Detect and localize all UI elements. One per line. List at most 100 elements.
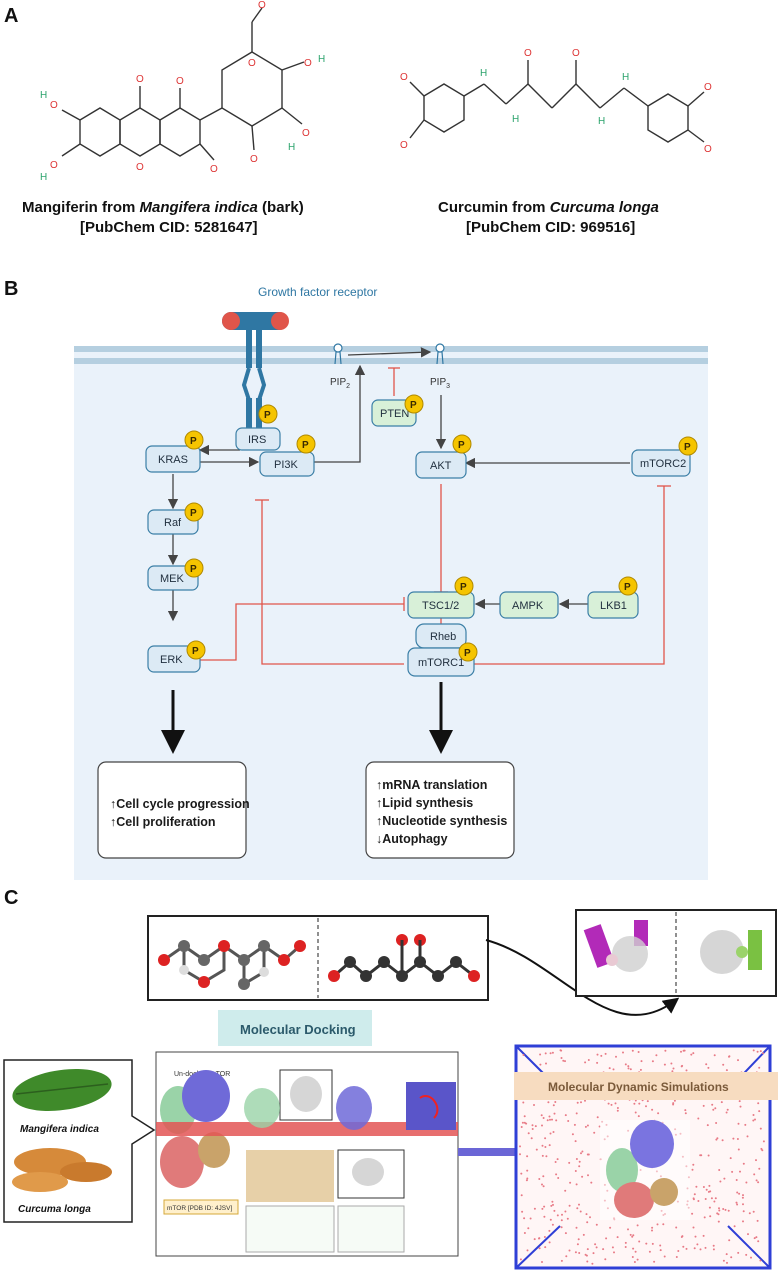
solvent-dot	[685, 1069, 688, 1072]
solvent-dot	[702, 1186, 705, 1188]
solvent-dot	[733, 1225, 736, 1228]
pdb-label: mTOR [PDB ID: 4JSV]	[167, 1205, 232, 1212]
solvent-dot	[759, 1050, 762, 1053]
svg-text:O: O	[258, 0, 266, 11]
solvent-dot	[616, 1107, 619, 1109]
svg-text:H: H	[512, 114, 519, 125]
solvent-dot	[585, 1254, 588, 1257]
solvent-dot	[746, 1135, 749, 1138]
solvent-dot	[595, 1246, 598, 1249]
plant-label-curcuma: Curcuma longa	[18, 1204, 91, 1215]
svg-text:O: O	[704, 82, 712, 93]
solvent-dot	[707, 1190, 710, 1193]
solvent-dot	[722, 1259, 725, 1262]
solvent-dot	[681, 1064, 684, 1067]
solvent-dot	[523, 1217, 526, 1220]
solvent-dot	[663, 1255, 666, 1258]
solvent-dot	[520, 1172, 523, 1175]
solvent-dot	[589, 1216, 591, 1219]
solvent-dot	[560, 1057, 563, 1059]
panel-letter-a: A	[4, 5, 18, 27]
node-pten: PTEN P	[371, 394, 424, 427]
outcome-box-right	[365, 761, 515, 859]
solvent-dot	[727, 1209, 730, 1212]
solvent-dot	[729, 1157, 732, 1160]
solvent-dot	[519, 1145, 521, 1148]
solvent-dot	[535, 1148, 538, 1151]
solvent-dot	[651, 1108, 654, 1111]
solvent-dot	[637, 1115, 640, 1118]
solvent-dot	[685, 1247, 688, 1250]
solvent-dot	[725, 1111, 728, 1114]
membrane-inner	[74, 358, 708, 364]
solvent-dot	[645, 1105, 647, 1108]
solvent-dot	[548, 1144, 551, 1147]
solvent-dot	[756, 1050, 759, 1053]
solvent-dot	[523, 1232, 526, 1234]
solvent-dot	[651, 1242, 654, 1245]
solvent-dot	[568, 1204, 571, 1207]
solvent-dot	[526, 1249, 529, 1252]
outcome-left-0: ↑Cell cycle progression	[110, 797, 250, 811]
solvent-dot	[708, 1184, 711, 1187]
solvent-dot	[542, 1185, 545, 1188]
solvent-dot	[636, 1224, 639, 1227]
svg-text:H: H	[40, 172, 47, 183]
solvent-dot	[659, 1244, 662, 1247]
solvent-dot	[584, 1099, 586, 1102]
solvent-dot	[529, 1217, 532, 1220]
solvent-dot	[586, 1124, 589, 1127]
solvent-dot	[757, 1240, 760, 1243]
solvent-dot	[750, 1256, 752, 1259]
solvent-dot	[736, 1203, 739, 1206]
solvent-dot	[552, 1203, 554, 1206]
solvent-dot	[549, 1132, 552, 1135]
solvent-dot	[519, 1153, 521, 1156]
solvent-dot	[694, 1235, 697, 1238]
solvent-dot	[677, 1250, 680, 1252]
solvent-dot	[551, 1051, 554, 1054]
solvent-dot	[596, 1053, 599, 1056]
complex-right	[700, 930, 762, 974]
svg-text:AKT: AKT	[430, 460, 452, 472]
solvent-dot	[561, 1213, 563, 1216]
solvent-dot	[541, 1124, 543, 1127]
solvent-dot	[560, 1259, 563, 1262]
solvent-dot	[717, 1220, 720, 1223]
solvent-dot	[582, 1233, 585, 1236]
solvent-dot	[748, 1212, 751, 1215]
solvent-dot	[575, 1158, 578, 1160]
solvent-dot	[738, 1192, 741, 1195]
solvent-dot	[551, 1223, 554, 1226]
solvent-dot	[555, 1173, 558, 1176]
solvent-dot	[737, 1059, 739, 1062]
svg-text:KRAS: KRAS	[158, 454, 188, 466]
solvent-dot	[611, 1246, 614, 1249]
solvent-dot	[554, 1161, 557, 1163]
panel-c: C	[3, 887, 778, 1270]
solvent-dot	[718, 1207, 720, 1210]
solvent-dot	[758, 1066, 761, 1069]
curcumin-caption: Curcumin from Curcuma longa	[438, 199, 659, 216]
svg-text:mTORC1: mTORC1	[418, 657, 464, 669]
solvent-dot	[604, 1258, 607, 1261]
solvent-dot	[549, 1118, 551, 1121]
md-box-edge-3	[515, 1225, 561, 1269]
solvent-dot	[541, 1207, 544, 1210]
solvent-dot	[571, 1133, 574, 1136]
solvent-dot	[614, 1102, 617, 1105]
mango-leaf-vein	[15, 1083, 109, 1095]
solvent-dot	[521, 1121, 524, 1124]
solvent-dot	[576, 1101, 579, 1104]
solvent-dot	[762, 1140, 765, 1143]
solvent-dot	[738, 1100, 741, 1103]
solvent-dot	[534, 1125, 537, 1128]
solvent-dot	[705, 1188, 708, 1191]
solvent-dot	[566, 1217, 569, 1220]
solvent-dot	[624, 1063, 627, 1066]
solvent-dot	[526, 1169, 529, 1172]
solvent-dot	[745, 1253, 748, 1256]
solvent-dot	[707, 1066, 710, 1069]
solvent-dot	[742, 1220, 744, 1223]
solvent-dot	[556, 1214, 559, 1217]
